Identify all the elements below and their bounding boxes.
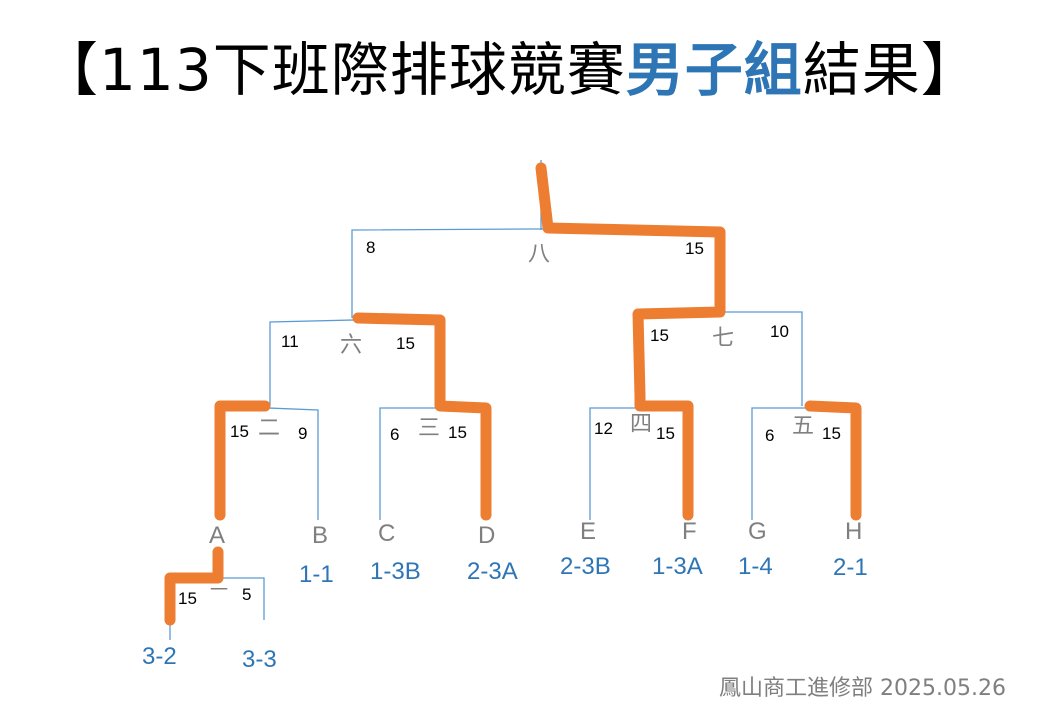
team-e-letter: E	[580, 518, 597, 545]
team-c-class: 1-3B	[370, 558, 421, 585]
g4-label: 四	[630, 412, 653, 437]
team-g-class: 1-4	[738, 553, 773, 580]
g1-right-score: 5	[242, 585, 252, 604]
g2-winner-path	[214, 400, 271, 521]
title-prefix: 113下班際排球競賽	[99, 36, 626, 104]
team-f-letter: F	[682, 518, 697, 545]
title-open-bracket: 【	[40, 36, 100, 104]
g8-right-score: 15	[685, 239, 704, 258]
g4-left-score: 12	[594, 419, 613, 438]
team-a-letter: A	[209, 522, 226, 549]
g2-right-score: 9	[298, 424, 308, 443]
team-h-class: 2-1	[833, 554, 868, 581]
g8-left-score: 8	[366, 238, 376, 257]
g6-label: 六	[340, 333, 363, 358]
playin-left-class: 3-2	[142, 643, 177, 670]
title-suffix: 結果	[802, 36, 921, 104]
g3-left-score: 6	[390, 425, 400, 444]
g2-label: 二	[258, 416, 281, 441]
page-title: 【113下班際排球競賽男子組結果】	[40, 30, 980, 110]
team-f-class: 1-3A	[652, 553, 703, 580]
g8-label: 八	[528, 242, 551, 267]
g5-left-score: 6	[765, 426, 775, 445]
team-b-class: 1-1	[299, 561, 334, 588]
team-b-letter: B	[312, 522, 329, 549]
g3-winner-path	[352, 312, 492, 521]
g1-left-score: 15	[178, 589, 197, 608]
g4-winner-path	[535, 162, 726, 521]
team-e-class: 2-3B	[560, 553, 611, 580]
title-division: 男子組	[625, 36, 803, 104]
team-d-class: 2-3A	[467, 558, 518, 585]
team-g-letter: G	[748, 518, 767, 545]
g1-winner-path	[164, 546, 224, 626]
g6-right-score: 15	[396, 334, 415, 353]
g7-right-score: 10	[770, 322, 789, 341]
g6-left-score: 11	[281, 332, 299, 351]
g2-left-score: 15	[230, 422, 249, 441]
footer-credit: 鳳山商工進修部 2025.05.26	[719, 676, 1006, 701]
g3-right-score: 15	[448, 423, 467, 442]
g5-label: 五	[792, 414, 815, 439]
team-d-letter: D	[478, 522, 496, 549]
g5-right-score: 15	[822, 424, 841, 443]
team-h-letter: H	[845, 518, 863, 545]
g3-label: 三	[418, 416, 441, 441]
winner-paths	[164, 162, 862, 626]
team-c-letter: C	[378, 520, 396, 547]
g5-winner-path	[804, 400, 862, 521]
g4-right-score: 15	[656, 424, 675, 443]
title-close-bracket: 】	[920, 36, 980, 104]
playin-right-class: 3-3	[242, 646, 277, 673]
g7-label: 七	[712, 326, 735, 351]
g7-left-score: 15	[650, 326, 669, 345]
g1-label: 一	[210, 580, 228, 601]
